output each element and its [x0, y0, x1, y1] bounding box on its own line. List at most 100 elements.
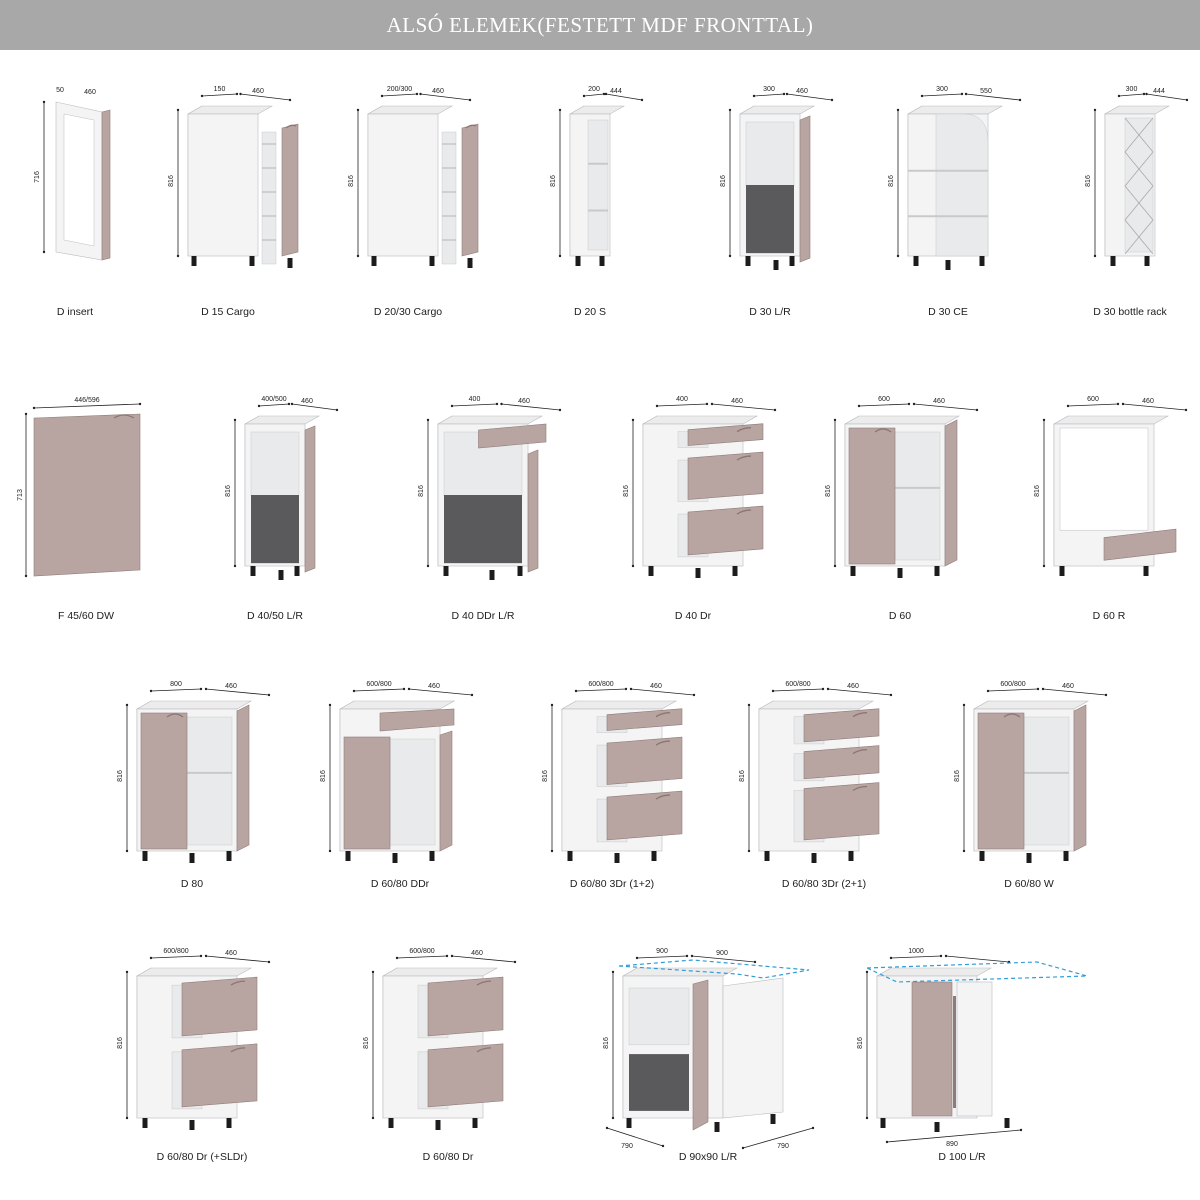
depth-dimension: [913, 403, 978, 411]
width-label: 600/800: [366, 681, 391, 688]
width-dimension: [753, 93, 785, 97]
cabinet-top: [972, 700, 1090, 710]
depth-dimension: [630, 688, 695, 696]
width-label: 600/800: [409, 948, 434, 955]
cabinet-label: D 40 DDr L/R: [451, 610, 515, 622]
width-dimension-end-a: [352, 689, 356, 693]
cabinet-door: [799, 115, 811, 263]
rack-divider: [1124, 219, 1154, 255]
depth-dimension: [205, 955, 270, 963]
cabinet-leg: [388, 1118, 394, 1128]
height-dimension-end-b: [1093, 254, 1097, 258]
width-dimension: [381, 93, 418, 97]
cabinet-leg: [651, 851, 657, 861]
depth-dimension-end-a: [290, 402, 294, 406]
width-dimension: [1067, 403, 1119, 407]
height-dimension-end-b: [356, 254, 360, 258]
depth-dimension-end-a: [710, 402, 714, 406]
cabinet-leg: [848, 851, 854, 861]
cargo-basket: [261, 131, 277, 265]
cabinet-top: [1103, 105, 1171, 115]
depth-right-label: 790: [777, 1143, 789, 1150]
cabinet-leg: [599, 256, 605, 266]
cabinet-label: D 40 Dr: [674, 610, 712, 622]
cabinet-leg: [1026, 853, 1032, 863]
width-label: 1000: [908, 948, 924, 955]
depth-dimension-end-b: [1185, 98, 1189, 102]
depth-dimension-end-a: [690, 954, 694, 958]
cabinet-label: D 60/80 3Dr (1+2): [569, 878, 655, 890]
depth-left-dimension-end-b: [661, 1144, 665, 1148]
height-dimension-end-a: [24, 412, 28, 416]
cabinet-leg: [287, 258, 293, 268]
cabinet-leg: [189, 853, 195, 863]
cabinet-label: D 80: [180, 878, 204, 890]
depth-left-dimension-end-a: [605, 1126, 609, 1130]
width-label: 600: [878, 396, 890, 403]
cabinet-door: [527, 449, 539, 573]
handle-icon: [285, 124, 297, 129]
cabinet-top: [381, 967, 499, 977]
header-banner: ALSÓ ELEMEK(FESTETT MDF FRONTTAL): [0, 0, 1200, 50]
cabinet-top: [738, 105, 816, 115]
cabinet-leg: [789, 256, 795, 266]
width-dimension-end-a: [32, 406, 36, 410]
cabinet-leg: [880, 1118, 886, 1128]
width-dimension-end-a: [574, 689, 578, 693]
blind-section: [956, 981, 993, 1117]
depth-dimension: [827, 688, 892, 696]
cabinet-leg: [1143, 566, 1149, 576]
depth-label: 444: [1153, 88, 1165, 95]
height-dimension-end-b: [371, 1116, 375, 1120]
depth-dimension: [291, 403, 338, 411]
cabinet-top: [621, 967, 739, 977]
height-dimension-end-b: [631, 564, 635, 568]
handle-icon: [1003, 713, 1021, 718]
cabinet-label: D 30 CE: [928, 306, 968, 318]
width-label: 300: [936, 86, 948, 93]
rack-area: [1124, 117, 1154, 253]
cabinet-leg: [226, 1118, 232, 1128]
cabinet-label: D 60/80 Dr: [422, 1151, 474, 1163]
depth-label: 550: [980, 88, 992, 95]
cabinet-leg: [811, 853, 817, 863]
interior-lower: [629, 1054, 689, 1111]
width-label: 600/800: [163, 948, 188, 955]
width-dimension-end-b: [235, 92, 239, 96]
drawer-front: [427, 976, 504, 1037]
depth-dimension-end-a: [204, 954, 208, 958]
height-label: 816: [168, 175, 175, 187]
cabinet-leg: [142, 1118, 148, 1128]
depth-label: 460: [252, 88, 264, 95]
height-dimension-end-b: [962, 849, 966, 853]
depth-dimension: [1042, 688, 1107, 696]
left-door: [848, 427, 896, 565]
height-label: 816: [225, 485, 232, 497]
width-dimension-end-b: [939, 954, 943, 958]
width-dimension: [258, 403, 290, 407]
height-dimension-end-b: [426, 564, 430, 568]
width-dimension-end-b: [960, 92, 964, 96]
depth-dimension-end-a: [500, 402, 503, 406]
cabinet-leg: [278, 570, 284, 580]
cabinet-front: [367, 113, 439, 257]
cabinet-leg: [1144, 256, 1150, 266]
cabinet-label: D 60: [888, 610, 912, 622]
cabinet-leg: [517, 566, 523, 576]
cabinet-label: D 100 L/R: [938, 1151, 986, 1163]
cabinet-leg: [567, 851, 573, 861]
depth-dimension-end-a: [944, 954, 948, 958]
width-dimension-end-a: [450, 404, 454, 408]
width-label: 800: [170, 681, 182, 688]
height-label: 816: [117, 1037, 124, 1049]
